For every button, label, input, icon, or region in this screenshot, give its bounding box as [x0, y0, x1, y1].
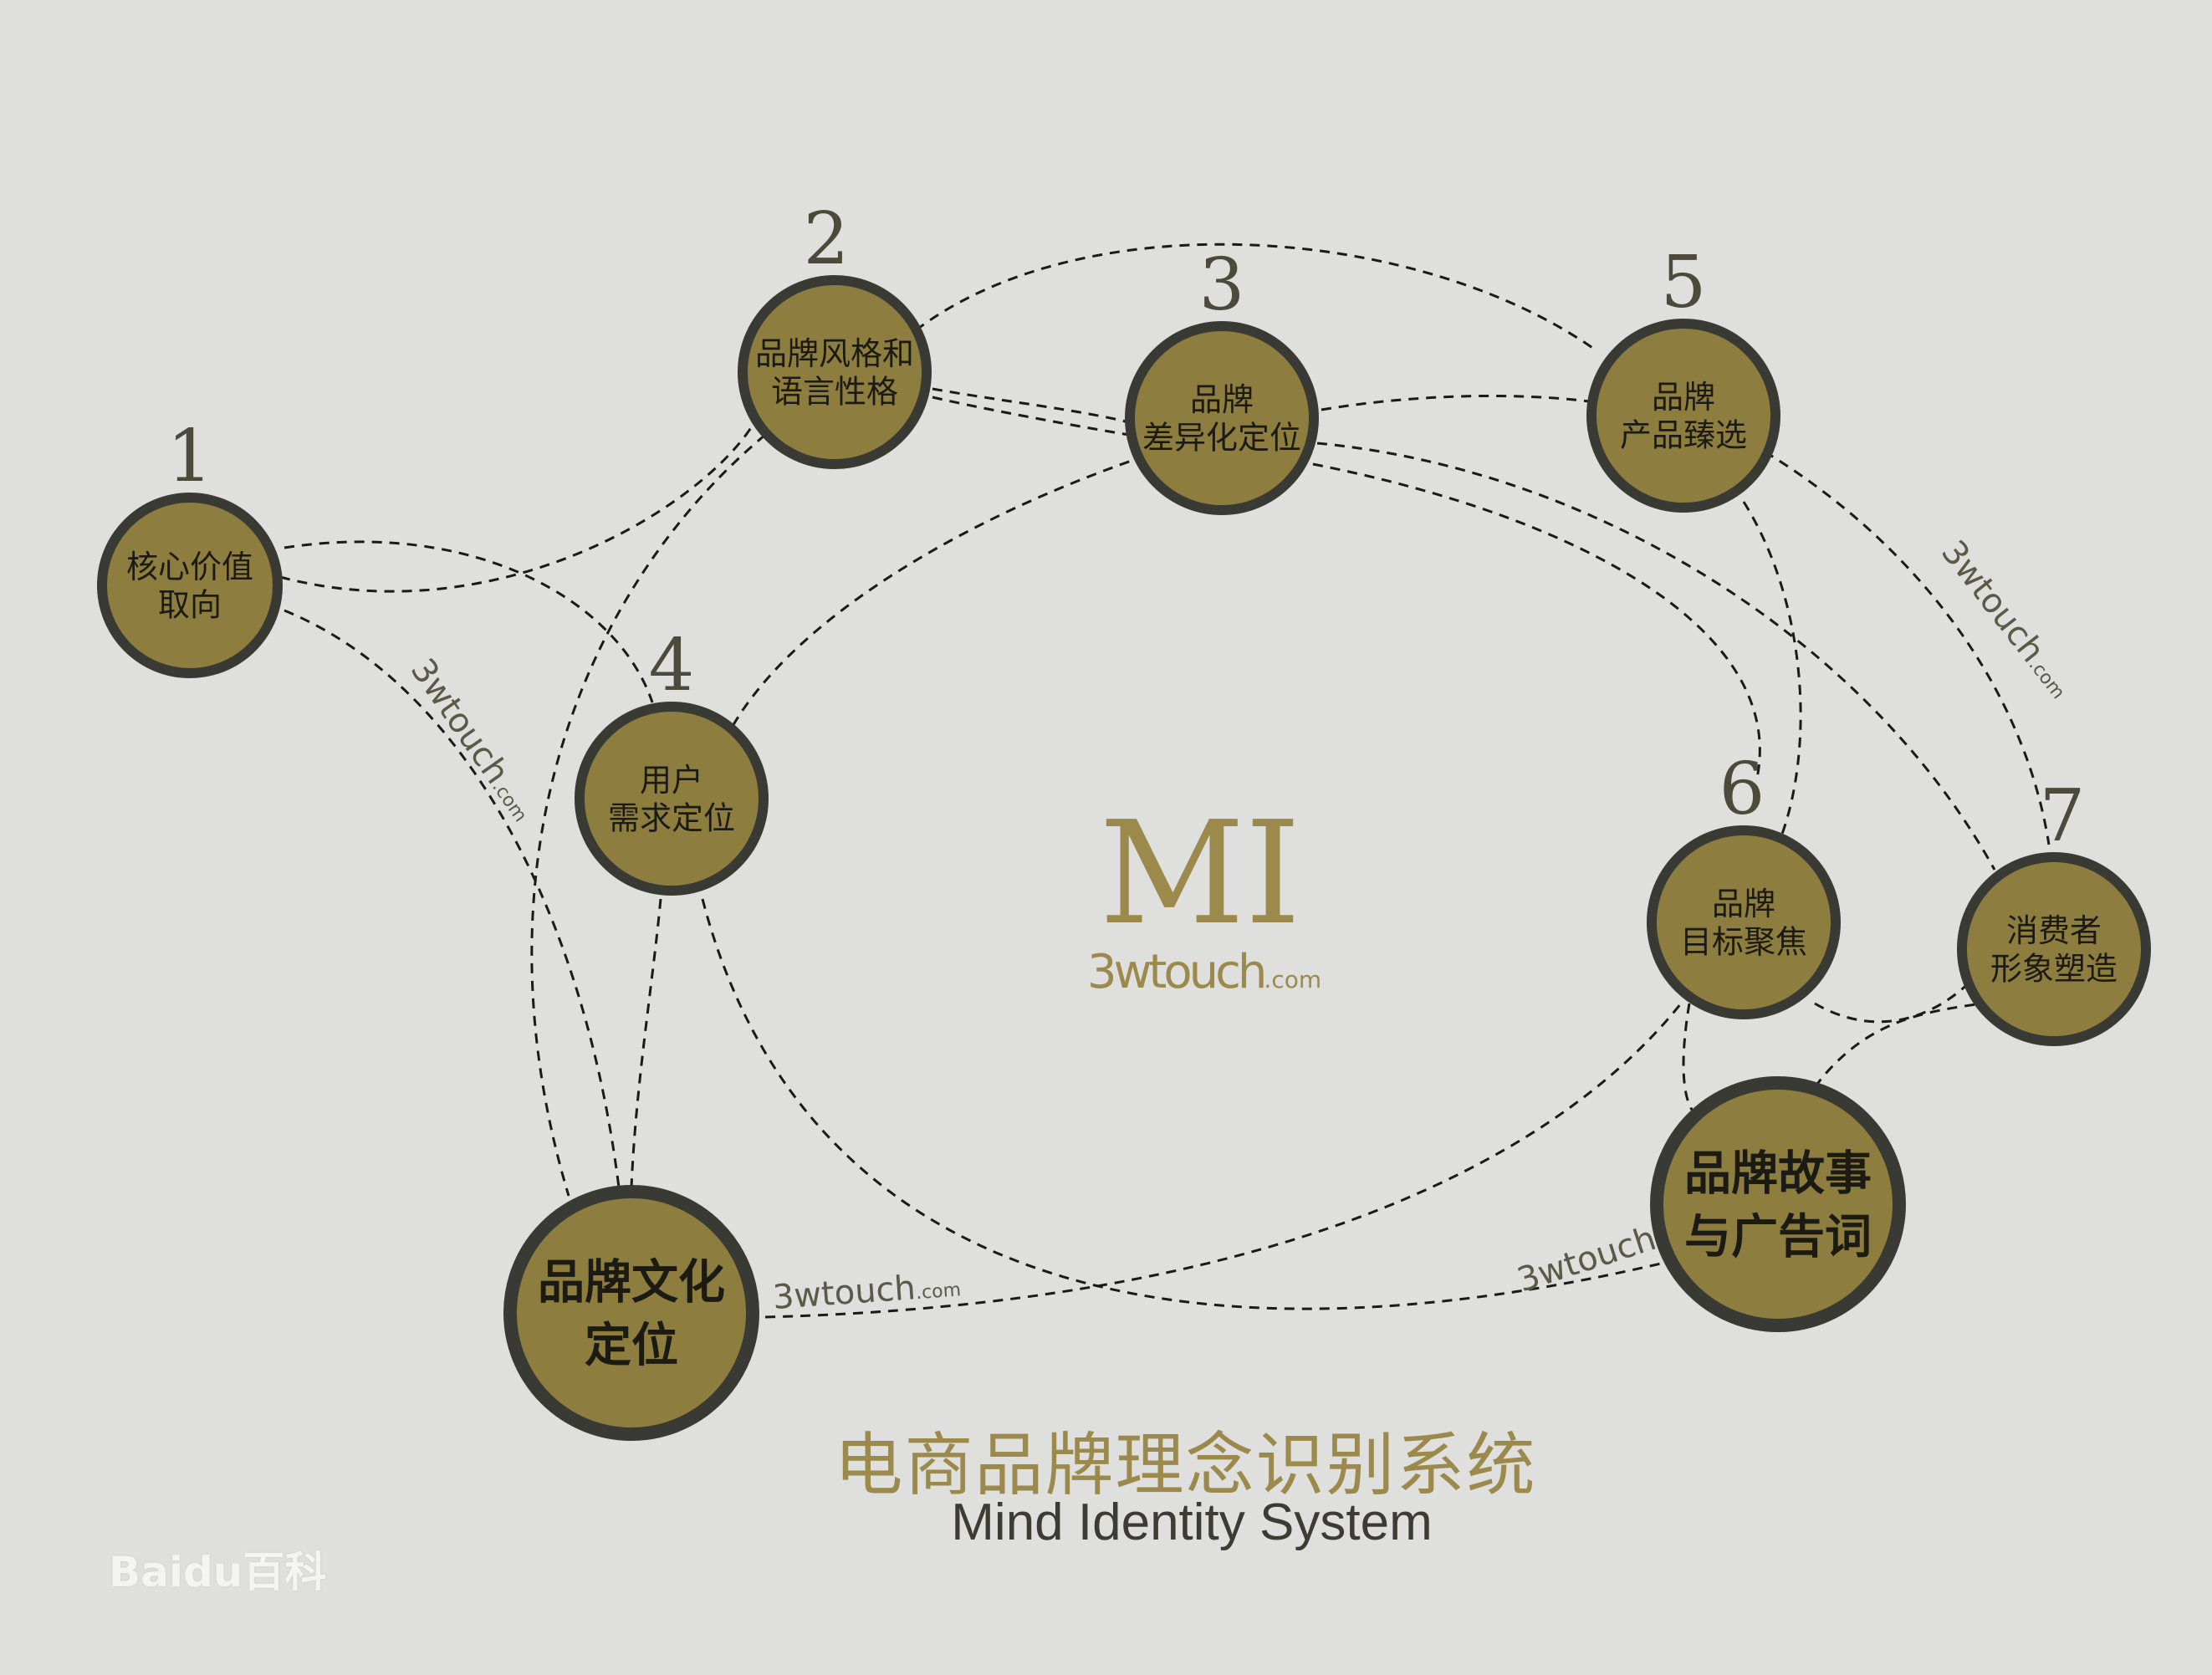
- node-label-line: 目标聚焦: [1680, 923, 1807, 960]
- node-number: 2: [804, 197, 850, 281]
- node-label-line: 品牌: [1652, 379, 1715, 416]
- node-circle: [575, 702, 769, 896]
- node-label-line: 定位: [585, 1319, 678, 1373]
- node-circle: [503, 1185, 759, 1441]
- connector-culture-6: [764, 1003, 1683, 1319]
- connector-4-culture: [630, 898, 662, 1188]
- watermark: 3wtouch.com: [771, 1265, 962, 1317]
- node-label-line: 核心价值: [126, 549, 253, 585]
- node-label-line: 品牌风格和: [755, 335, 914, 372]
- connector-2-3b: [932, 396, 1130, 437]
- node-label-line: 消费者: [2006, 912, 2102, 949]
- node-circle: [1957, 852, 2151, 1046]
- connector-2-5: [915, 243, 1598, 353]
- connector-5-7: [1764, 450, 2051, 845]
- title-chinese: 电商品牌理念识别系统: [834, 1426, 1537, 1505]
- node-circle: [1125, 321, 1319, 515]
- node-label-line: 需求定位: [608, 799, 735, 836]
- title-english: Mind Identity System: [951, 1494, 1433, 1551]
- node-number: 1: [167, 415, 213, 498]
- watermark-suffix: .com: [2025, 655, 2069, 703]
- baidu-baike-logo: Baidu百科: [109, 1548, 327, 1596]
- node-label-line: 用户: [640, 762, 703, 799]
- connector-story-7: [1813, 1002, 1983, 1088]
- watermark-text: 3wtouch: [1934, 534, 2052, 670]
- connector-3-7: [1316, 442, 1996, 871]
- node-circle: [1586, 319, 1780, 513]
- connector-6-story: [1682, 1003, 1695, 1113]
- connector-3-6: [1312, 462, 1761, 783]
- node-label-line: 取向: [158, 586, 222, 623]
- node-label-line: 产品臻选: [1620, 416, 1747, 453]
- node-number: 4: [649, 624, 695, 707]
- node-label-line: 品牌文化: [538, 1255, 725, 1310]
- connector-4-story: [701, 898, 1665, 1310]
- node-label-line: 形象塑造: [1990, 950, 2117, 987]
- connector-3-5: [1321, 394, 1590, 411]
- connector-6-7: [1814, 977, 1975, 1024]
- node-label-line: 差异化定位: [1142, 419, 1301, 456]
- connector-3-4: [730, 454, 1147, 728]
- connector-2-culture: [530, 433, 766, 1197]
- connector-1-4: [284, 540, 654, 703]
- node-label-line: 与广告词: [1684, 1210, 1872, 1264]
- connector-1-2: [279, 417, 759, 593]
- center-site-logo: 3wtouch.com: [1087, 945, 1321, 999]
- node-circle: [1647, 825, 1841, 1019]
- watermark: 3wtouch.com: [403, 651, 543, 828]
- node-label-line: 语言性格: [771, 373, 898, 410]
- center-site-suffix: .com: [1264, 966, 1322, 993]
- node-number: 6: [1719, 748, 1765, 831]
- watermark-text: 3wtouch: [403, 651, 517, 790]
- node-circle: [97, 493, 283, 678]
- node-label-line: 品牌: [1190, 381, 1254, 418]
- connector-2-3a: [932, 387, 1130, 424]
- watermark: 3wtouch.com: [1934, 534, 2080, 706]
- center-mi-label: MI: [1099, 791, 1301, 957]
- node-number: 5: [1661, 241, 1707, 324]
- node-label-line: 品牌故事: [1684, 1146, 1872, 1201]
- connector-1-culture: [284, 609, 621, 1188]
- connector-5-6: [1742, 501, 1802, 837]
- node-circle: [1650, 1076, 1906, 1332]
- watermark-text: 3wtouch: [1513, 1219, 1661, 1300]
- node-number: 7: [2040, 774, 2086, 858]
- center-site-name: 3wtouch: [1087, 945, 1267, 999]
- node-circle: [738, 275, 932, 469]
- node-number: 3: [1199, 243, 1245, 327]
- node-label-line: 品牌: [1712, 886, 1775, 922]
- watermark-suffix: .com: [915, 1279, 962, 1304]
